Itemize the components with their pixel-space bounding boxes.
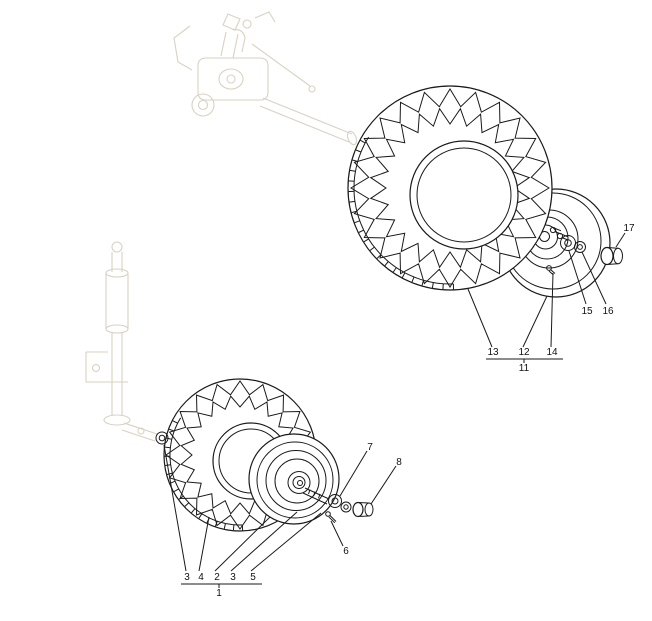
axle-threads: [308, 489, 321, 499]
part-cap-8: [352, 501, 374, 518]
callout-15: 15: [581, 306, 593, 317]
callout-8: 8: [396, 457, 402, 468]
front-rim-hub: [248, 433, 340, 525]
rear-tire: [347, 85, 553, 291]
part-cotter-pin-6: [325, 511, 337, 524]
part-washer-15: [560, 235, 576, 251]
axle-shaft: [302, 487, 330, 505]
ghost-steering-column: [85, 241, 158, 442]
callout-3: 3: [230, 572, 236, 583]
callout-7: 7: [367, 442, 373, 453]
callout-1: 1: [216, 588, 222, 599]
part-washer-7: [328, 494, 342, 508]
callout-2: 2: [214, 572, 220, 583]
callout-16: 16: [602, 306, 614, 317]
part-washer-small: [340, 501, 352, 513]
ghost-transaxle: [173, 11, 358, 146]
callout-14: 14: [546, 347, 558, 358]
callout-4: 4: [198, 572, 204, 583]
callout-3: 3: [184, 572, 190, 583]
callout-17: 17: [623, 223, 635, 234]
leader-lines: [163, 232, 626, 588]
part-bushing: [155, 431, 169, 445]
callout-6: 6: [343, 546, 349, 557]
callout-12: 12: [518, 347, 530, 358]
callout-13: 13: [487, 347, 499, 358]
rear-hardware: [546, 226, 623, 276]
front-hardware: [155, 431, 374, 524]
callout-5: 5: [250, 572, 256, 583]
callout-11: 11: [519, 363, 530, 374]
part-cap-17: [600, 246, 623, 266]
part-washer-16: [574, 241, 586, 253]
